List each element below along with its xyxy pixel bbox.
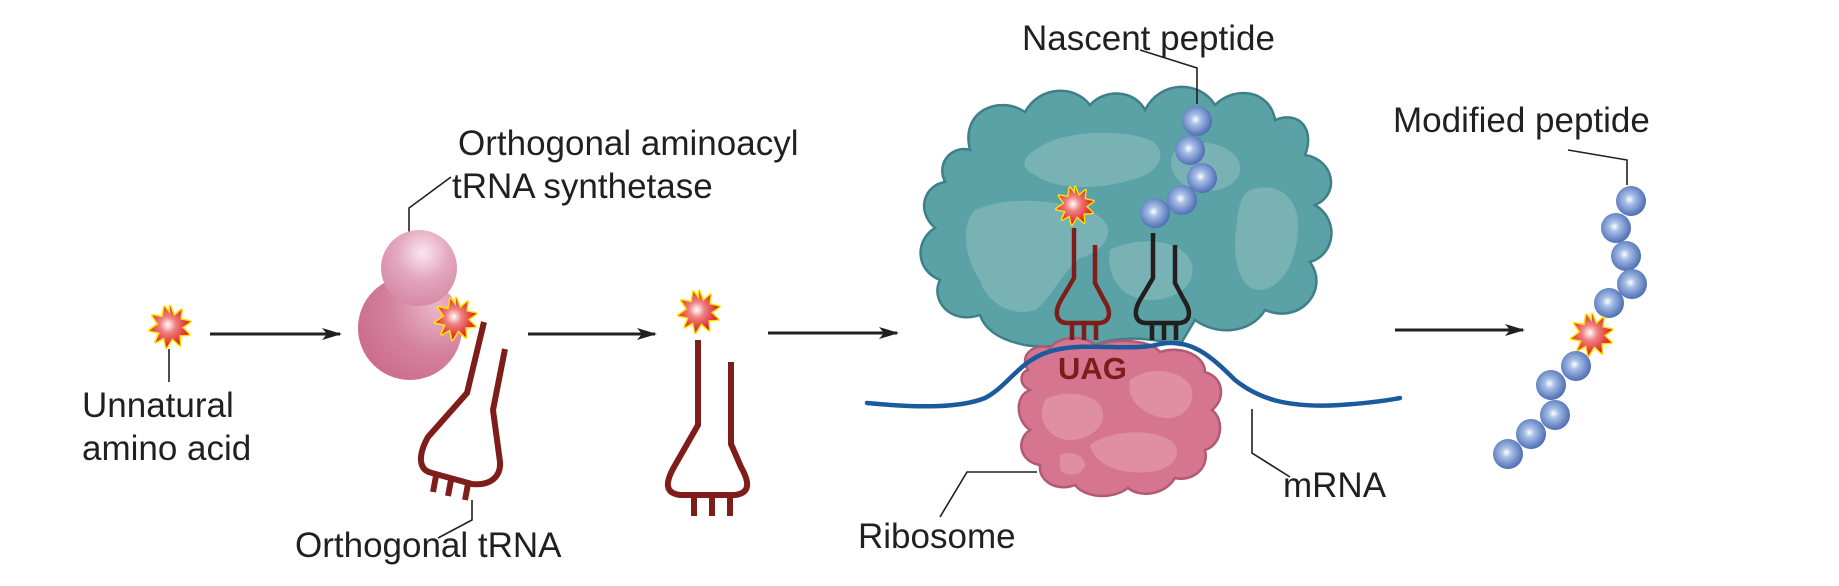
amino-acid-bead <box>1601 213 1631 243</box>
mrna-strand <box>864 340 1403 409</box>
synthetase-group: Orthogonal aminoacyl tRNA synthetase Ort… <box>295 124 798 565</box>
modified-peptide-label: Modified peptide <box>1393 101 1650 140</box>
modified-peptide-chain <box>1493 186 1647 469</box>
synthetase-label-line1: Orthogonal aminoacyl <box>458 124 798 163</box>
amino-acid-bead <box>1493 439 1523 469</box>
unnatural-amino-acid-icon <box>148 304 192 350</box>
trna-anticodon <box>430 475 471 501</box>
amino-acid-bead <box>1140 198 1170 228</box>
codon-label: UAG <box>1058 351 1127 386</box>
small-subunit-highlight <box>1041 393 1104 440</box>
trna-anticodon <box>691 495 733 516</box>
orthogonal-trna-label: Orthogonal tRNA <box>295 526 562 565</box>
ribosome-group: Nascent peptide UAG <box>858 19 1403 556</box>
modified-peptide-leader <box>1567 149 1628 185</box>
trna-body <box>664 340 751 498</box>
amino-acid-bead <box>1187 163 1217 193</box>
amino-acid-bead <box>1594 288 1624 318</box>
trna-body <box>418 321 508 488</box>
trna-anticodon <box>1069 323 1099 340</box>
ribosome-label: Ribosome <box>858 517 1016 556</box>
charged-trna-group <box>664 289 751 516</box>
amino-acid-bead <box>1540 400 1570 430</box>
amino-acid-bead <box>1617 269 1647 299</box>
charged-unnatural-amino-acid-icon <box>677 289 721 335</box>
small-subunit-highlight <box>1090 432 1178 473</box>
unnatural-amino-acid-label-line2: amino acid <box>82 429 251 468</box>
amino-acid-bead <box>1561 351 1591 381</box>
amino-acid-bead <box>1616 186 1646 216</box>
amino-acid-bead <box>1611 241 1641 271</box>
amino-acid-bead <box>1516 419 1546 449</box>
ribosome-leader <box>939 471 1037 518</box>
small-subunit-highlight <box>1060 453 1085 475</box>
amino-acid-bead <box>1536 370 1566 400</box>
modified-peptide-group: Modified peptide <box>1393 101 1650 469</box>
mrna-leader <box>1251 409 1291 478</box>
synthetase-upper-lobe <box>381 230 457 306</box>
unnatural-amino-acid-group: Unnatural amino acid <box>82 304 251 468</box>
ribosome-small-subunit <box>1017 336 1223 498</box>
mrna-label: mRNA <box>1283 466 1387 505</box>
ribosome-large-subunit <box>919 85 1333 348</box>
large-subunit-highlight <box>1235 187 1299 291</box>
unnatural-amino-acid-label-line1: Unnatural <box>82 386 234 425</box>
amino-acid-bead <box>1182 106 1212 136</box>
ribosome-orthogonal-trna <box>1054 185 1112 340</box>
large-subunit-highlight <box>1024 132 1161 187</box>
small-subunit-highlight <box>1129 370 1193 419</box>
nascent-peptide-leader <box>1139 49 1198 104</box>
trna-anticodon <box>1149 323 1179 340</box>
ribosome-native-trna <box>1133 233 1192 340</box>
synthetase-label-line2: tRNA synthetase <box>452 167 713 206</box>
amino-acid-bead <box>1175 135 1205 165</box>
nascent-peptide-label: Nascent peptide <box>1022 19 1275 58</box>
orthogonal-trna-leader <box>437 500 473 539</box>
synthetase-enzyme <box>358 230 462 380</box>
synthetase-leader <box>408 176 452 232</box>
orthogonal-trna-tilted <box>418 321 508 501</box>
incorporated-unnatural-amino-acid-icon <box>1570 312 1614 358</box>
synthetase-lower-lobe <box>358 276 462 380</box>
